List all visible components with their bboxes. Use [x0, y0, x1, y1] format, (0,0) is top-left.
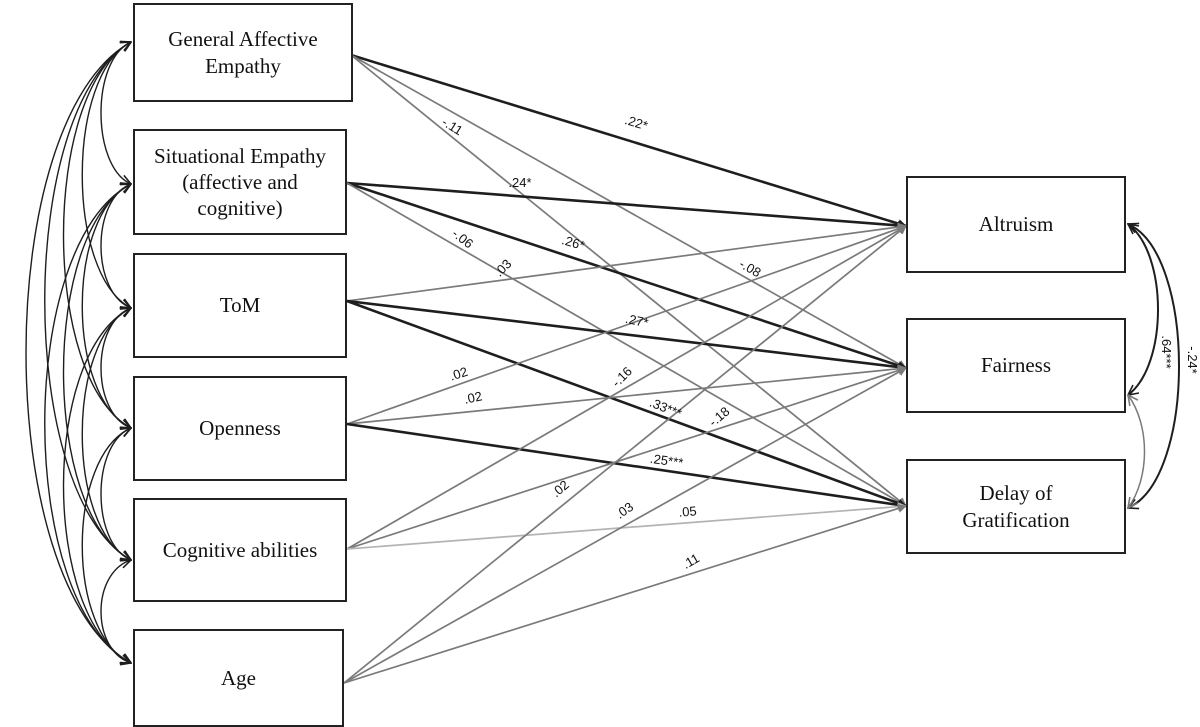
- path-age-to-alt: [343, 225, 907, 684]
- coef-label-age-alt: .02: [548, 477, 571, 500]
- path-cog-to-delay: [346, 502, 907, 550]
- path-open-to-fair: [346, 364, 907, 425]
- correlation-arc-open-cog: [100, 428, 131, 560]
- coef-label-age-fair: .03: [613, 499, 636, 522]
- node-altruism: Altruism: [906, 176, 1126, 273]
- outcome-correlations: [1128, 224, 1180, 508]
- path-open-to-alt: [346, 224, 907, 425]
- node-label: Altruism: [978, 212, 1054, 237]
- correlation-arc-se-open: [81, 184, 131, 428]
- node-age: Age: [133, 629, 344, 727]
- correlation-arc-gae-se: [100, 42, 131, 184]
- correlation-arc-gae-age: [25, 42, 131, 663]
- correlation-arc-cog-age: [100, 560, 131, 663]
- coef-label-gae-alt: .22*: [623, 112, 650, 133]
- correlation-arc-se-cog: [62, 184, 132, 560]
- node-situational-empathy: Situational Empathy (affective and cogni…: [133, 129, 347, 235]
- node-tom: ToM: [133, 253, 347, 358]
- coef-label-se-fair: .26*: [560, 232, 586, 253]
- node-openness: Openness: [133, 376, 347, 481]
- regression-paths: [343, 53, 907, 684]
- node-label: General Affective Empathy: [168, 27, 318, 78]
- path-se-to-delay: [346, 182, 907, 507]
- node-fairness: Fairness: [906, 318, 1126, 413]
- node-delay-of-gratification: Delay of Gratification: [906, 459, 1126, 554]
- path-open-to-delay: [346, 422, 907, 510]
- path-age-to-fair: [343, 367, 907, 684]
- node-cognitive-abilities: Cognitive abilities: [133, 498, 347, 602]
- path-tom-to-fair: [346, 299, 907, 372]
- path-cog-to-fair: [346, 366, 907, 550]
- node-label: Age: [221, 665, 256, 690]
- coef-label-alt-delay: -.24*: [1185, 346, 1200, 373]
- coef-label-gae-delay: -.08: [737, 256, 764, 280]
- outcome-correlation-alt-delay: [1128, 224, 1180, 508]
- coef-label-alt-fair: .64***: [1159, 335, 1174, 368]
- coef-label-cog-alt: -.16: [609, 364, 635, 390]
- node-label: Cognitive abilities: [162, 537, 318, 562]
- outcome-correlation-alt-fair: [1128, 224, 1159, 395]
- node-label: Situational Empathy (affective and cogni…: [153, 143, 327, 221]
- coef-label-open-alt: .02: [448, 364, 470, 384]
- coef-label-tom-fair: .27*: [624, 311, 650, 330]
- path-tom-to-delay: [346, 299, 907, 508]
- predictor-correlations: [25, 42, 132, 663]
- coefficient-labels: .22*-.11-.08.24*.26*-.06.03.27*.33***.02…: [439, 112, 1200, 572]
- path-gae-to-delay: [350, 54, 907, 507]
- path-gae-to-fair: [350, 54, 907, 369]
- correlation-arc-gae-open: [62, 42, 132, 428]
- coef-label-se-alt: .24*: [508, 175, 531, 190]
- path-age-to-delay: [343, 504, 907, 684]
- correlation-arc-gae-tom: [81, 42, 131, 308]
- node-general-affective-empathy: General Affective Empathy: [133, 3, 353, 102]
- path-gae-to-alt: [350, 53, 907, 228]
- correlation-arc-tom-cog: [81, 308, 131, 560]
- path-se-to-alt: [346, 181, 907, 230]
- coef-label-open-fair: .02: [463, 388, 484, 406]
- node-label: Openness: [199, 416, 281, 441]
- coef-label-cog-delay: .05: [678, 503, 697, 520]
- path-cog-to-alt: [346, 225, 907, 550]
- correlation-arc-gae-cog: [44, 42, 131, 560]
- path-se-to-fair: [346, 181, 907, 370]
- correlation-arc-open-age: [81, 428, 131, 663]
- coef-label-age-delay: .11: [680, 550, 702, 572]
- coef-label-tom-alt: .03: [491, 256, 514, 279]
- correlation-arc-tom-open: [100, 308, 131, 428]
- path-tom-to-alt: [346, 222, 907, 302]
- correlation-arc-tom-age: [62, 308, 132, 663]
- outcome-correlation-fair-delay: [1128, 395, 1146, 508]
- coef-label-open-delay: .25***: [649, 451, 684, 470]
- node-label: Fairness: [981, 353, 1051, 378]
- coef-label-se-delay: -.06: [449, 226, 476, 252]
- correlation-arc-se-age: [44, 184, 131, 663]
- node-label: ToM: [219, 293, 261, 318]
- node-label: Delay of Gratification: [962, 481, 1070, 532]
- correlation-arc-se-tom: [100, 184, 131, 308]
